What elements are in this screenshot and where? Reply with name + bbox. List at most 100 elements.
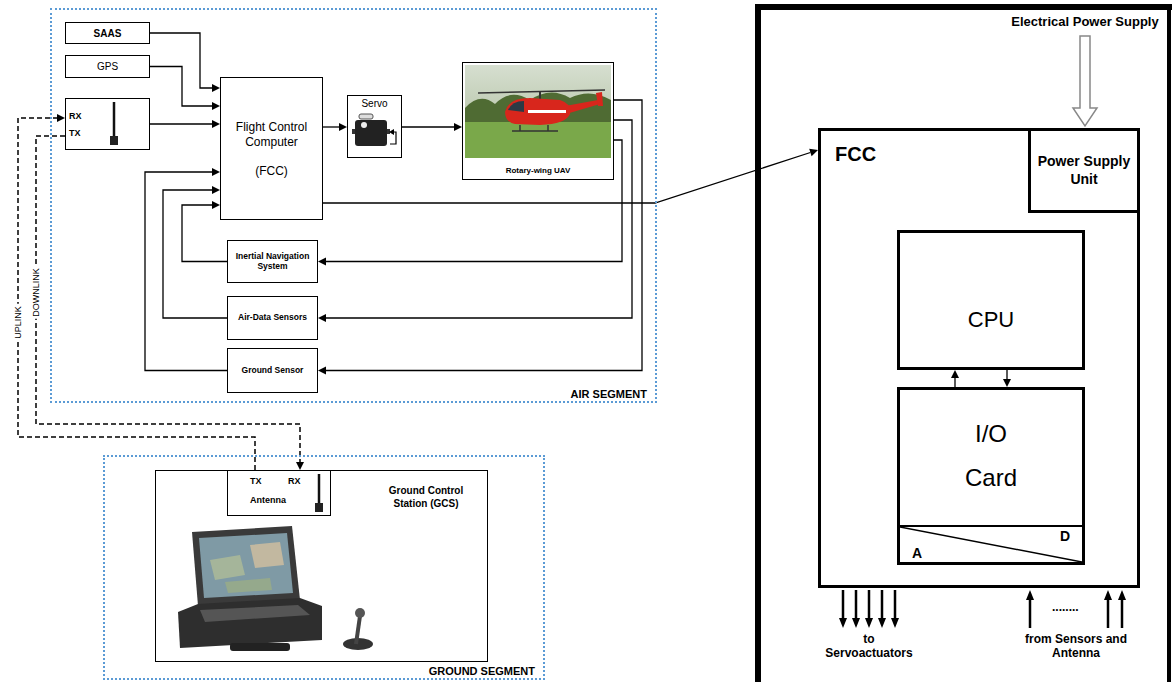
connector [150, 67, 220, 111]
node-label: Power Supply Unit [1035, 153, 1133, 188]
output-line [842, 590, 845, 619]
output-line [855, 590, 858, 619]
sensor-box: Air-Data Sensors [227, 296, 318, 340]
connector-line [1006, 370, 1007, 379]
converter-band: AD [900, 525, 1082, 562]
node-label: TX [69, 128, 81, 138]
power-arrow [1073, 36, 1097, 126]
photo-sky [465, 65, 611, 158]
arrowhead [339, 123, 347, 131]
laptop-keyboard [200, 605, 310, 622]
servo-horn [359, 114, 373, 119]
fuselage [505, 98, 570, 125]
connector [323, 123, 347, 131]
laptop-handle [230, 643, 290, 651]
connector-line [150, 33, 212, 88]
connector-line [326, 140, 622, 262]
map-patch [250, 542, 284, 568]
servo-body [355, 120, 387, 146]
connector-line [163, 190, 227, 318]
node-label: CPU [968, 307, 1014, 333]
zoom-frame [758, 7, 1172, 682]
input-line [1121, 599, 1124, 628]
servo-shaft [361, 122, 367, 128]
connector [318, 100, 642, 375]
connector [402, 123, 462, 131]
antenna-base [110, 136, 118, 145]
arrowhead [878, 618, 886, 628]
output-line [894, 590, 897, 619]
link-label: DOWNLINK [30, 266, 41, 319]
arrowhead [212, 201, 220, 209]
servo-output-arrows [843, 590, 895, 619]
cockpit-window [508, 101, 524, 112]
arrowhead [389, 129, 394, 135]
map-patch [225, 578, 272, 593]
connector-line [402, 126, 454, 127]
antenna-box: TXRXAntenna [227, 470, 331, 516]
laptop-screen [199, 533, 293, 598]
antenna-rod [318, 474, 321, 505]
arrowhead [809, 149, 818, 157]
arrowhead [212, 168, 220, 176]
segment-region: AIR SEGMENT SAAS GPS RXTX Flight Control Com… [50, 8, 657, 403]
arrowhead [454, 123, 462, 131]
node-label: FCC [835, 143, 876, 166]
transceiver-box: RXTX [65, 98, 150, 150]
diagonal-line [900, 527, 1082, 562]
node-label: Rotary-wing UAV [463, 166, 613, 175]
arrowhead [951, 370, 959, 378]
arrowhead [318, 258, 326, 266]
arrowhead [1003, 379, 1011, 387]
connector [323, 149, 818, 203]
antenna-rod [113, 102, 116, 137]
vehicle-box: Rotary-wing UAV [462, 62, 614, 180]
servo-output-heads [839, 618, 899, 628]
photo-trees [465, 92, 611, 125]
skids [512, 125, 558, 131]
connector-line [150, 67, 212, 107]
input-line [1029, 599, 1032, 628]
node-label: D [1060, 528, 1070, 544]
node-label: Flight Control Computer [228, 120, 316, 150]
arrowhead [1104, 590, 1112, 600]
arrowhead [296, 462, 304, 470]
arrowhead [57, 114, 65, 122]
laptop-base [178, 598, 322, 648]
sensor-box: GPS [65, 55, 150, 78]
cpu-box: CPU [897, 230, 1085, 370]
joystick-stick [356, 616, 360, 644]
node-label: AIR SEGMENT [571, 388, 647, 400]
arrowhead [318, 367, 326, 375]
arrowhead [318, 314, 326, 322]
sensor-input-arrows [1030, 599, 1122, 628]
rotor [478, 90, 605, 93]
fuselage-stripe [528, 110, 566, 113]
node-label: GPS [97, 61, 118, 72]
servo-icon [352, 114, 396, 146]
connector-line [145, 172, 227, 371]
connector-line [326, 100, 642, 371]
input-label: from Sensors and Antenna [1015, 632, 1137, 661]
connector [36, 136, 304, 470]
node-label: SAAS [94, 28, 122, 39]
map-patch [210, 555, 245, 580]
joystick-knob [355, 608, 365, 618]
servo-box: Servo [347, 95, 402, 158]
computer-box: Flight Control Computer(FCC) [220, 77, 323, 220]
input-line [1107, 599, 1110, 628]
antenna-base [315, 503, 323, 512]
sensor-input-heads [1026, 590, 1126, 600]
ground-antenna-icon [315, 474, 323, 512]
arrowhead [891, 618, 899, 628]
helicopter-photo [465, 65, 611, 158]
sensor-box: SAAS [65, 22, 150, 44]
tail-fin [596, 92, 603, 106]
node-label: Ground Sensor [242, 366, 304, 376]
arrowhead [212, 102, 220, 110]
connector-line [323, 126, 339, 127]
io-card-box: I/O CardAD [897, 387, 1085, 565]
node-label: Inertial Navigation System [230, 252, 315, 272]
arrowhead [839, 618, 847, 628]
